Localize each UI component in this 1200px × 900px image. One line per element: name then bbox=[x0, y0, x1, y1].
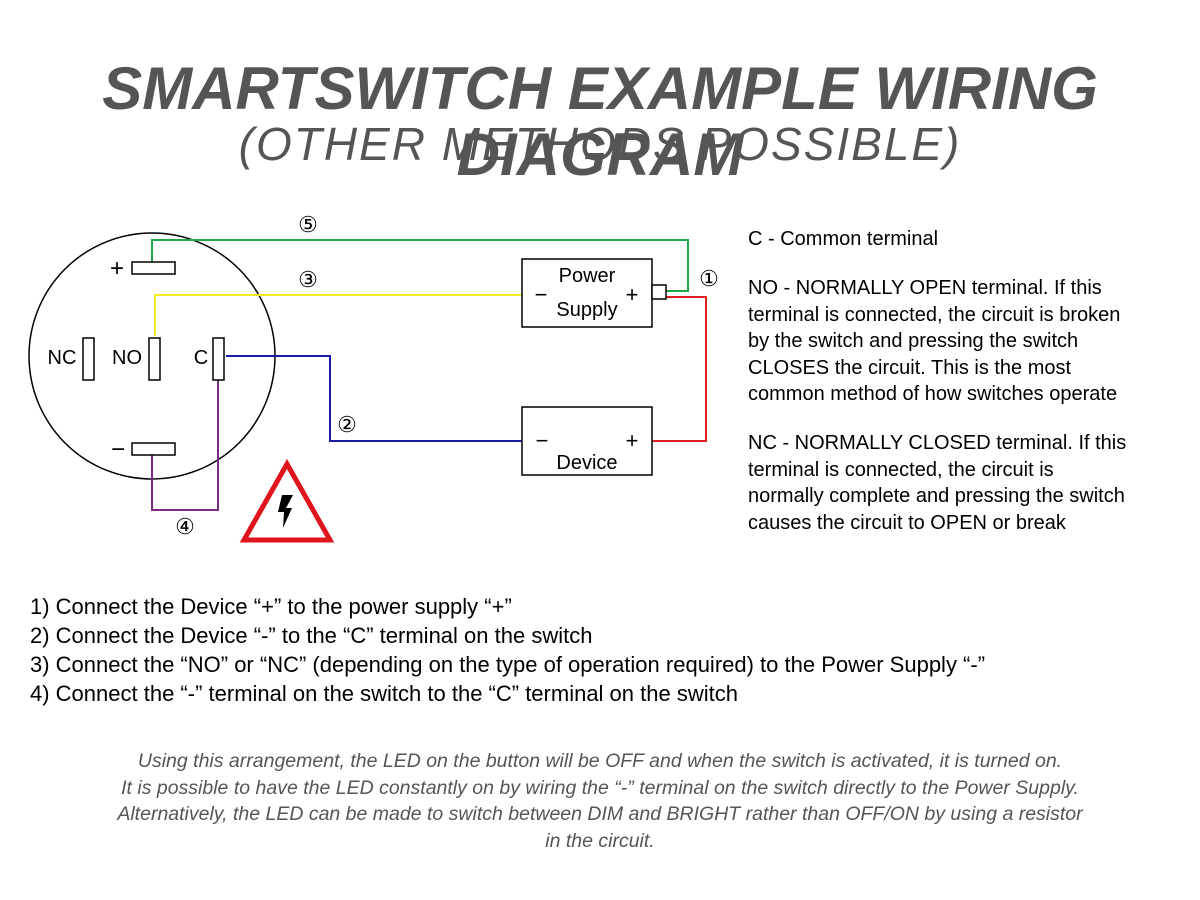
legend-no-line: terminal is connected, the circuit is br… bbox=[748, 303, 1121, 326]
wire-marker-2: ② bbox=[337, 412, 357, 437]
wire-3 bbox=[154, 294, 522, 336]
high-voltage-warning-icon bbox=[239, 458, 335, 543]
legend-no-line: common method of how switches operate bbox=[748, 383, 1118, 405]
wire-2 bbox=[226, 355, 522, 442]
c-label: C bbox=[194, 347, 208, 369]
device-plus: + bbox=[626, 428, 639, 453]
footer-line: Alternatively, the LED can be made to sw… bbox=[117, 803, 1083, 825]
nc-label: NC bbox=[48, 347, 77, 369]
no-terminal bbox=[148, 337, 161, 381]
power-supply-label-line1: Power bbox=[559, 265, 616, 287]
power-supply-label-line2: Supply bbox=[556, 299, 617, 321]
plus-terminal bbox=[131, 261, 176, 275]
legend-normally-open: NO - NORMALLY OPEN terminal. If this ter… bbox=[748, 275, 1194, 408]
legend-nc-line: NC - NORMALLY CLOSED terminal. If this bbox=[748, 432, 1127, 454]
minus-terminal bbox=[131, 442, 176, 456]
step-item: 2) Connect the Device “-” to the “C” ter… bbox=[30, 623, 593, 648]
legend-no-line: NO - NORMALLY OPEN terminal. If this bbox=[748, 277, 1102, 299]
footer-line: Using this arrangement, the LED on the b… bbox=[137, 750, 1063, 772]
wire-4 bbox=[151, 364, 219, 511]
legend-nc-line: terminal is connected, the circuit is bbox=[748, 458, 1054, 481]
no-label: NO bbox=[112, 347, 142, 369]
wire-marker-1: ① bbox=[699, 266, 719, 291]
legend-normally-closed: NC - NORMALLY CLOSED terminal. If this t… bbox=[748, 430, 1194, 536]
device-minus: − bbox=[536, 428, 549, 453]
wire-marker-4: ④ bbox=[175, 514, 195, 539]
device-label: Device bbox=[556, 452, 617, 474]
footer-line: in the circuit. bbox=[545, 829, 655, 852]
page-title: SMARTSWITCH EXAMPLE WIRING DIAGRAM bbox=[102, 55, 1098, 188]
wire-marker-3: ③ bbox=[298, 267, 318, 292]
power-supply-plus-terminal bbox=[651, 284, 667, 300]
instruction-steps: 1) Connect the Device “+” to the power s… bbox=[30, 592, 1190, 708]
legend-no-line: CLOSES the circuit. This is the most bbox=[748, 356, 1072, 379]
wire-marker-5: ⑤ bbox=[298, 212, 318, 237]
legend-nc-line: causes the circuit to OPEN or break bbox=[748, 511, 1066, 534]
legend-common: C - Common terminal bbox=[748, 228, 939, 250]
legend-no-line: by the switch and pressing the switch bbox=[748, 330, 1079, 352]
power-supply-plus: + bbox=[626, 282, 639, 307]
power-supply-minus: − bbox=[535, 282, 548, 307]
switch-minus-label: − bbox=[111, 436, 125, 463]
c-terminal bbox=[212, 337, 225, 381]
footer-line: It is possible to have the LED constantl… bbox=[121, 776, 1079, 799]
step-item: 3) Connect the “NO” or “NC” (depending o… bbox=[30, 652, 986, 677]
nc-terminal bbox=[82, 337, 95, 381]
wire-1 bbox=[652, 296, 707, 442]
power-supply-box bbox=[521, 258, 653, 328]
legend-nc-line: normally complete and pressing the switc… bbox=[748, 485, 1125, 507]
step-item: 4) Connect the “-” terminal on the switc… bbox=[30, 681, 738, 706]
switch-plus-label: + bbox=[110, 255, 124, 282]
wiring-diagram: + − NC NO C Power Supply − + Device − + … bbox=[28, 212, 719, 543]
footer-notes: Using this arrangement, the LED on the b… bbox=[10, 748, 1190, 854]
wire-5 bbox=[151, 239, 689, 292]
page-subtitle: (OTHER METHODS POSSIBLE) bbox=[238, 118, 962, 170]
step-item: 1) Connect the Device “+” to the power s… bbox=[30, 594, 512, 619]
device-box bbox=[521, 406, 653, 476]
